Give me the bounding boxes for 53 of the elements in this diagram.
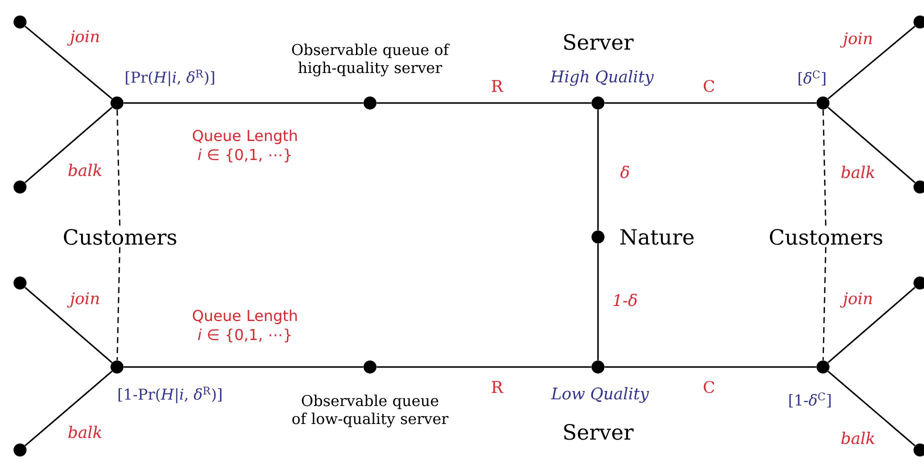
edge-label: C — [702, 380, 716, 394]
branch-line — [376, 102, 592, 104]
node-label: Observable queue of high-quality server — [292, 44, 450, 76]
dot — [14, 444, 27, 456]
branch-line — [24, 286, 112, 364]
edge-label: Queue Length i ∈ {0,1, ⋯} — [182, 308, 308, 344]
node-label: Nature — [620, 229, 694, 245]
edge-label: δ — [619, 164, 631, 180]
edge-label: join — [67, 291, 102, 309]
branch-line — [828, 106, 916, 184]
edge-label: join — [67, 29, 102, 47]
node-label: Server — [564, 424, 634, 440]
node-label: High Quality — [550, 70, 654, 86]
edge-label: 1-δ — [611, 292, 639, 308]
edge-label: balk — [840, 164, 876, 180]
branch-line — [597, 110, 599, 230]
branch-line — [597, 244, 599, 360]
edge-label: R — [490, 79, 504, 93]
node-label: [1-δ$^{C}$] — [789, 392, 831, 408]
node-label: [Pr(H|i, δ$^{R}$)] — [126, 70, 214, 86]
edge-label: R — [490, 380, 504, 394]
branch-line — [828, 370, 916, 446]
edge-label: join — [840, 291, 874, 309]
branch-line — [24, 106, 112, 184]
dot — [14, 180, 27, 194]
edge-label: balk — [66, 162, 104, 178]
node-label: [1-Pr(H|i, δ$^{R}$)] — [118, 386, 222, 404]
edge-label: C — [702, 78, 716, 94]
branch-line — [604, 366, 816, 368]
dashed-line — [116, 247, 120, 360]
node-label: Low Quality — [550, 387, 649, 403]
player-label: Customers — [770, 229, 882, 245]
branch-line — [24, 26, 112, 100]
edge-label: balk — [840, 430, 876, 446]
dot — [14, 276, 27, 290]
dashed-line — [822, 110, 826, 227]
branch-line — [376, 366, 592, 368]
node-label: Server — [564, 34, 634, 50]
node-label: Observable queue of low-quality server — [292, 394, 448, 428]
branch-line — [604, 102, 816, 104]
edge-label: Queue Length i ∈ {0,1, ⋯} — [182, 128, 308, 164]
edge-label: join — [840, 31, 874, 49]
edge-label: balk — [66, 424, 104, 440]
branch-line — [124, 366, 364, 368]
dot — [14, 16, 27, 28]
player-label: Customers — [64, 229, 176, 245]
branch-line — [828, 26, 916, 100]
dashed-line — [822, 247, 826, 360]
branch-line — [124, 102, 364, 104]
branch-line — [828, 286, 916, 364]
node-label: [δ$^{C}$] — [798, 70, 826, 86]
branch-line — [24, 370, 112, 446]
dashed-line — [116, 110, 120, 227]
